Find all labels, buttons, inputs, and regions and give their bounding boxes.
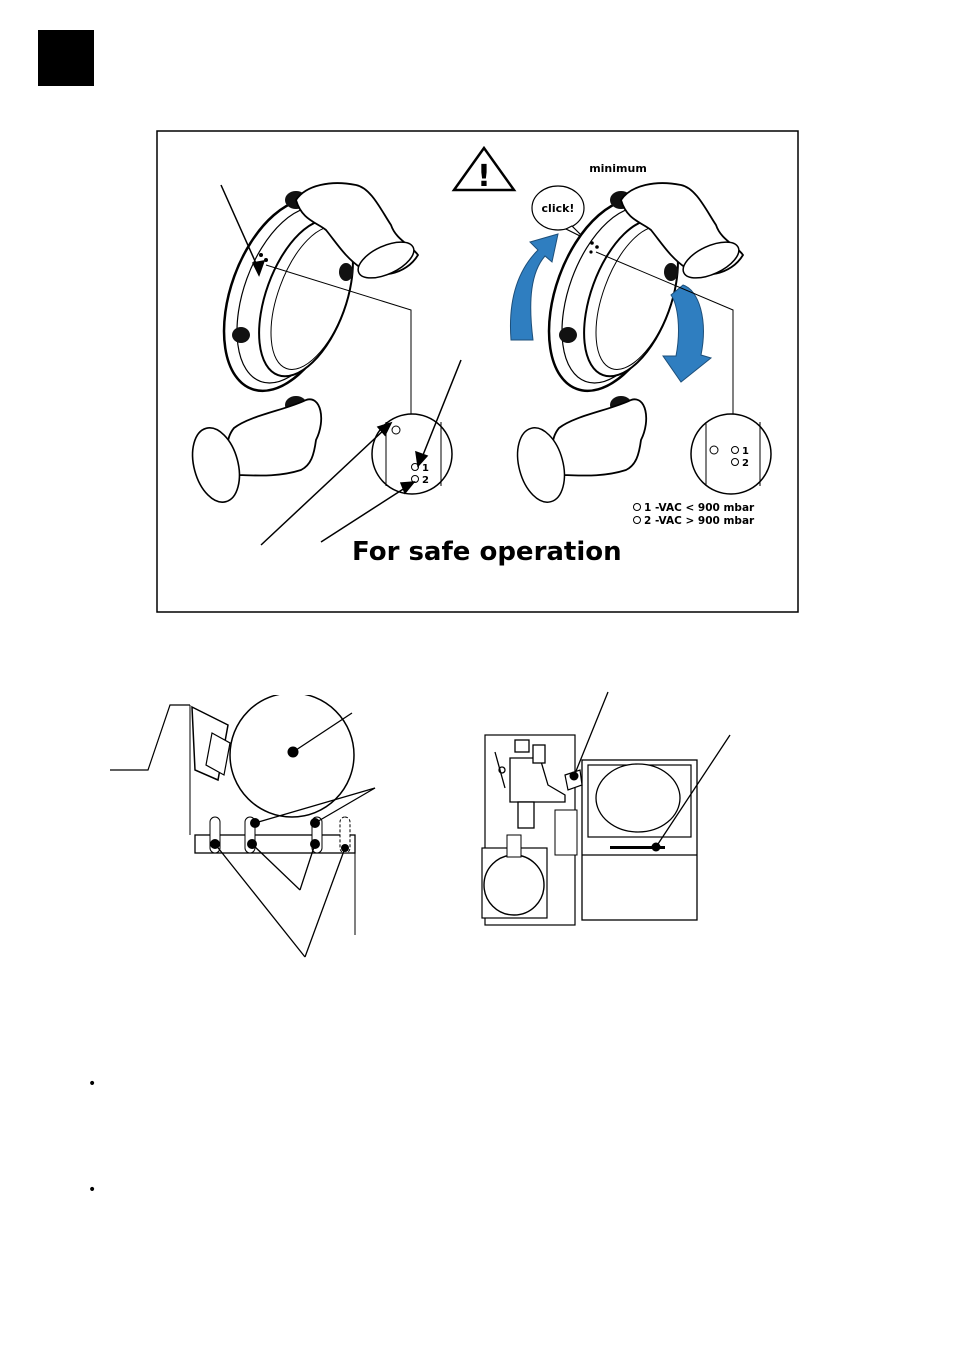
flask-support-figure	[110, 695, 376, 958]
safety-closure-figure: ! 1 2	[156, 130, 799, 613]
left-ring-illustration	[191, 182, 420, 503]
right-zoom-detail: 1 2	[690, 413, 772, 495]
svg-text:1: 1	[422, 463, 429, 474]
svg-text:!: !	[477, 159, 491, 194]
evaporator-overview-figure	[481, 691, 731, 926]
safe-operation-caption: For safe operation	[352, 537, 622, 567]
bullet-marker: •	[88, 1182, 97, 1198]
rotate-up-arrow-icon	[510, 233, 559, 341]
svg-text:2: 2	[422, 475, 429, 486]
svg-text:2: 2	[742, 458, 749, 469]
warning-triangle-icon: !	[451, 145, 517, 194]
right-ring-illustration	[516, 182, 745, 503]
svg-text:1: 1	[742, 446, 749, 457]
bullet-marker: •	[88, 1076, 97, 1092]
left-pointer-lines	[220, 184, 462, 546]
svg-text:click!: click!	[542, 202, 575, 215]
rotate-down-arrow-icon	[662, 284, 713, 383]
vacuum-legend: 1 -VAC < 900 mbar 2 -VAC > 900 mbar	[633, 502, 755, 527]
minimum-label: minimum	[589, 162, 647, 175]
svg-text:1 -VAC < 900 mbar: 1 -VAC < 900 mbar	[644, 502, 755, 514]
svg-text:2 -VAC > 900 mbar: 2 -VAC > 900 mbar	[644, 515, 755, 527]
section-marker	[38, 30, 94, 86]
